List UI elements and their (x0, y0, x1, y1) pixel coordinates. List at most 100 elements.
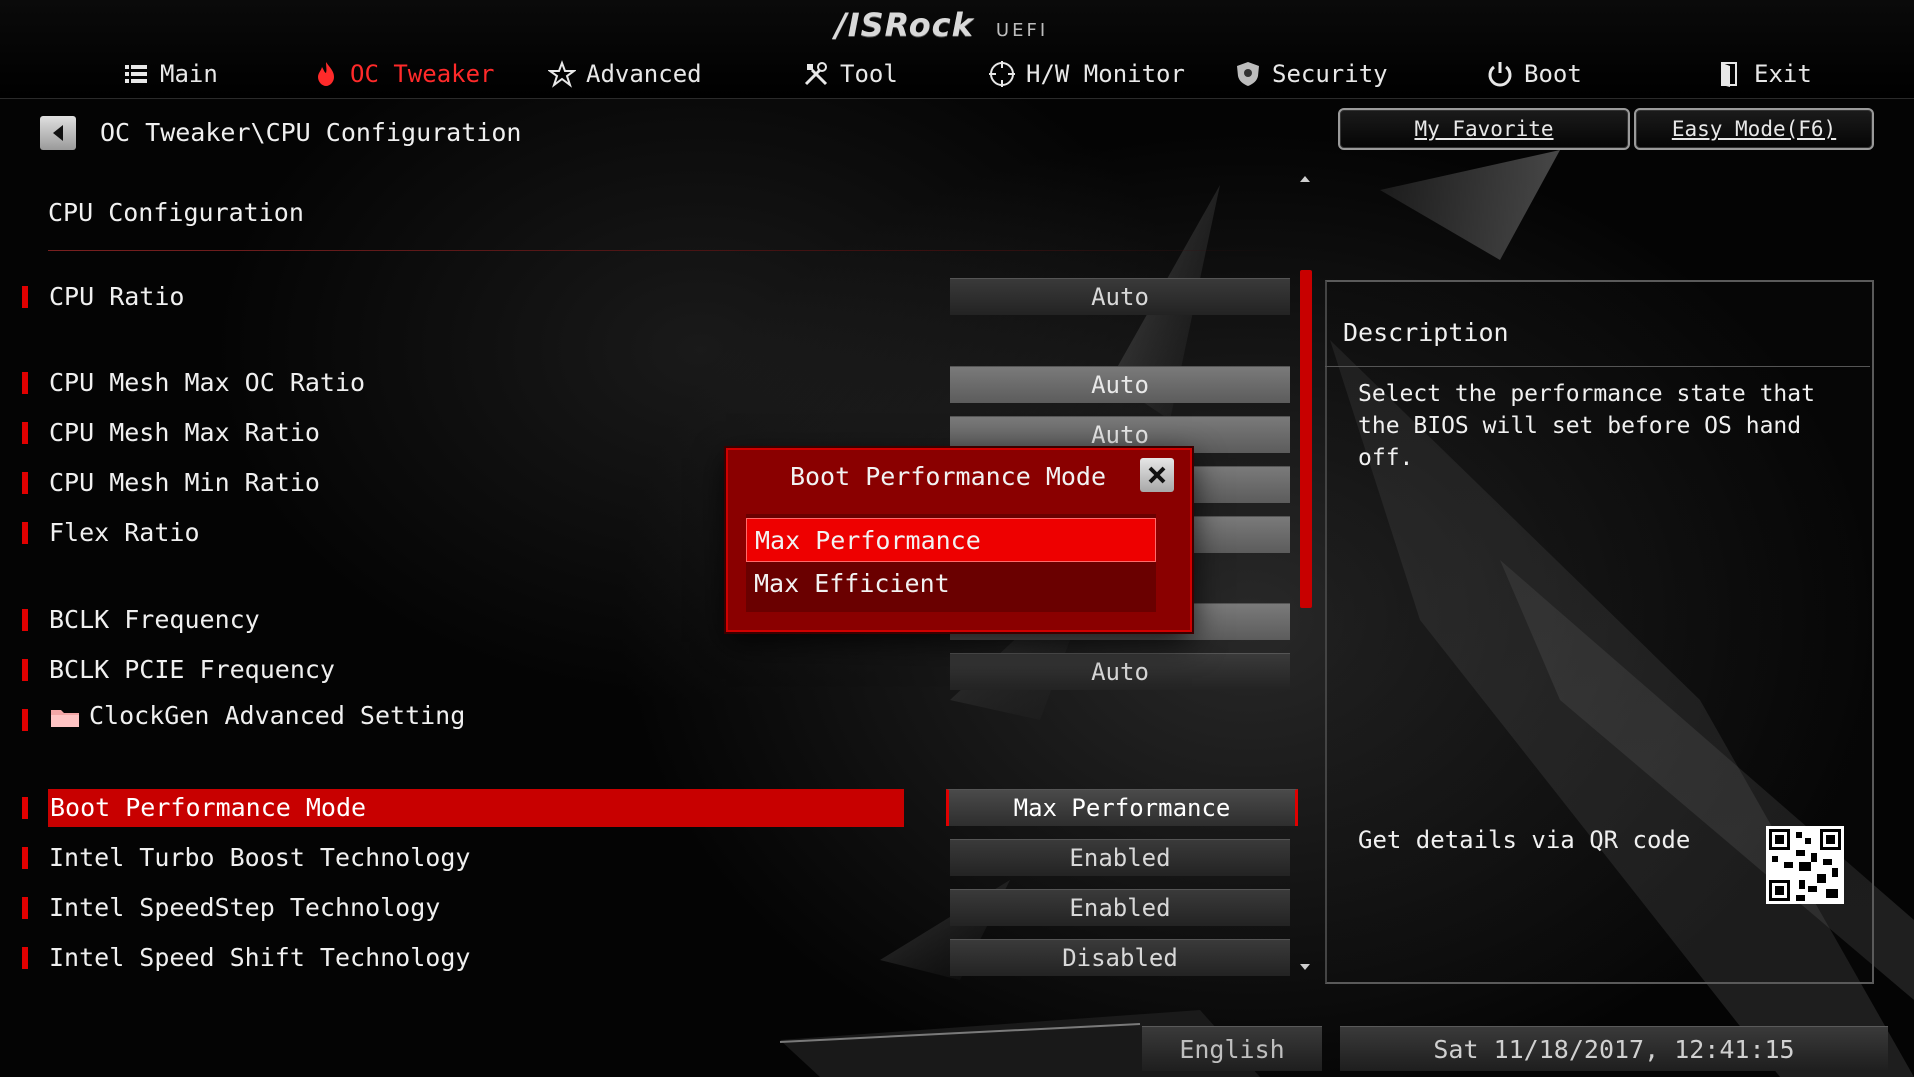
row-marker (22, 522, 28, 544)
setting-row-cpu-mesh-max-ratio[interactable]: CPU Mesh Max Ratio Auto (22, 414, 1290, 453)
close-button[interactable] (1140, 458, 1174, 492)
row-marker (22, 797, 28, 819)
option-max-efficient[interactable]: Max Efficient (754, 569, 950, 598)
exit-icon (1721, 62, 1737, 87)
main-nav: Main OC Tweaker Advanced (0, 54, 1914, 94)
setting-label: Intel Turbo Boost Technology (49, 843, 471, 872)
setting-label: Intel Speed Shift Technology (49, 943, 471, 972)
top-bar: /ISRock UEFI Main OC Tweaker (0, 0, 1914, 99)
scrollbar-thumb[interactable] (1300, 270, 1312, 608)
section-divider (48, 250, 1288, 251)
row-marker (22, 709, 28, 731)
my-favorite-label: My Favorite (1414, 117, 1554, 141)
brand-name: /ISRock (835, 6, 974, 44)
description-title: Description (1343, 318, 1509, 347)
setting-value[interactable]: Enabled (950, 889, 1290, 926)
back-button[interactable] (40, 116, 76, 150)
brand-logo: /ISRock UEFI (835, 6, 1048, 52)
row-marker (22, 609, 28, 631)
tab-hw-monitor[interactable]: H/W Monitor (988, 54, 1185, 94)
tab-label: Tool (840, 60, 898, 88)
setting-label: Boot Performance Mode (48, 789, 904, 827)
tab-label: Main (160, 60, 218, 88)
setting-label: CPU Ratio (49, 282, 185, 311)
setting-row-intel-turbo-boost[interactable]: Intel Turbo Boost Technology Enabled (22, 839, 1290, 877)
description-divider (1325, 366, 1870, 367)
tab-oc-tweaker[interactable]: OC Tweaker (312, 54, 495, 94)
option-max-performance[interactable]: Max Performance (746, 518, 1156, 562)
tab-security[interactable]: Security (1234, 54, 1388, 94)
flame-icon (318, 62, 334, 86)
row-marker (22, 472, 28, 494)
setting-label: ClockGen Advanced Setting (49, 697, 465, 735)
qr-code-icon (1766, 826, 1844, 904)
setting-row-intel-speed-shift[interactable]: Intel Speed Shift Technology Disabled (22, 939, 1290, 977)
row-marker (22, 659, 28, 681)
setting-label: CPU Mesh Max Ratio (49, 418, 320, 447)
setting-row-bclk-pcie-frequency[interactable]: BCLK PCIE Frequency Auto (22, 651, 1290, 690)
qr-label: Get details via QR code (1358, 826, 1691, 854)
dialog-title: Boot Performance Mode (789, 462, 1107, 491)
tab-label: Advanced (586, 60, 702, 88)
setting-value[interactable]: Auto (950, 653, 1290, 690)
description-text: Select the performance state that the BI… (1358, 381, 1815, 471)
shield-icon (1237, 62, 1259, 86)
tools-icon (804, 62, 828, 86)
tab-label: OC Tweaker (350, 60, 495, 88)
scroll-up-button[interactable] (1297, 172, 1313, 186)
row-marker (22, 947, 28, 969)
setting-value[interactable]: Auto (950, 278, 1290, 315)
setting-label-text: Boot Performance Mode (50, 793, 367, 822)
monitor-icon (989, 61, 1015, 87)
section-title: CPU Configuration (48, 198, 304, 227)
setting-row-clockgen-advanced[interactable]: ClockGen Advanced Setting (22, 697, 1262, 735)
setting-row-boot-performance-mode[interactable]: Boot Performance Mode Max Performance (22, 789, 1298, 827)
star-icon (548, 60, 576, 88)
setting-value[interactable]: Enabled (950, 839, 1290, 876)
tab-main[interactable]: Main (122, 54, 218, 94)
setting-label-text: ClockGen Advanced Setting (89, 701, 466, 730)
folder-icon (51, 710, 79, 727)
setting-value[interactable]: Disabled (950, 939, 1290, 976)
row-marker (22, 372, 28, 394)
row-marker (22, 422, 28, 444)
setting-label: Flex Ratio (49, 518, 200, 547)
language-button[interactable]: English (1142, 1026, 1322, 1071)
setting-row-intel-speedstep[interactable]: Intel SpeedStep Technology Enabled (22, 889, 1290, 927)
tab-boot[interactable]: Boot (1486, 54, 1582, 94)
row-marker (22, 286, 28, 308)
setting-row-cpu-mesh-max-oc-ratio[interactable]: CPU Mesh Max OC Ratio Auto (22, 364, 1290, 403)
tab-advanced[interactable]: Advanced (548, 54, 702, 94)
close-icon (1148, 466, 1166, 484)
list-icon (125, 65, 147, 83)
setting-value[interactable]: Auto (950, 366, 1290, 403)
row-marker (22, 847, 28, 869)
boot-performance-mode-dialog: Boot Performance Mode Max Performance Ma… (726, 448, 1192, 632)
tab-exit[interactable]: Exit (1716, 54, 1812, 94)
tab-label: Boot (1524, 60, 1582, 88)
chevron-up-icon (1300, 176, 1310, 182)
setting-row-cpu-ratio[interactable]: CPU Ratio Auto (22, 278, 1290, 316)
my-favorite-button[interactable]: My Favorite (1338, 108, 1630, 150)
setting-label: BCLK Frequency (49, 605, 260, 634)
setting-label: BCLK PCIE Frequency (49, 655, 335, 684)
option-list: Max Performance Max Efficient (746, 514, 1156, 612)
setting-value[interactable]: Auto (950, 416, 1290, 453)
tab-label: Exit (1754, 60, 1812, 88)
datetime-display: Sat 11/18/2017, 12:41:15 (1340, 1026, 1888, 1071)
tab-label: Security (1272, 60, 1388, 88)
breadcrumb: OC Tweaker\CPU Configuration (100, 118, 522, 147)
tab-label: H/W Monitor (1026, 60, 1185, 88)
setting-label: CPU Mesh Max OC Ratio (49, 368, 366, 397)
setting-value[interactable]: Max Performance (946, 789, 1298, 826)
setting-label: Intel SpeedStep Technology (49, 893, 441, 922)
brand-product: UEFI (995, 20, 1049, 41)
row-marker (22, 897, 28, 919)
easy-mode-button[interactable]: Easy Mode(F6) (1634, 108, 1874, 150)
chevron-down-icon (1300, 964, 1310, 970)
setting-label: CPU Mesh Min Ratio (49, 468, 320, 497)
scroll-down-button[interactable] (1297, 960, 1313, 974)
power-icon (1488, 62, 1512, 87)
tab-tool[interactable]: Tool (802, 54, 898, 94)
